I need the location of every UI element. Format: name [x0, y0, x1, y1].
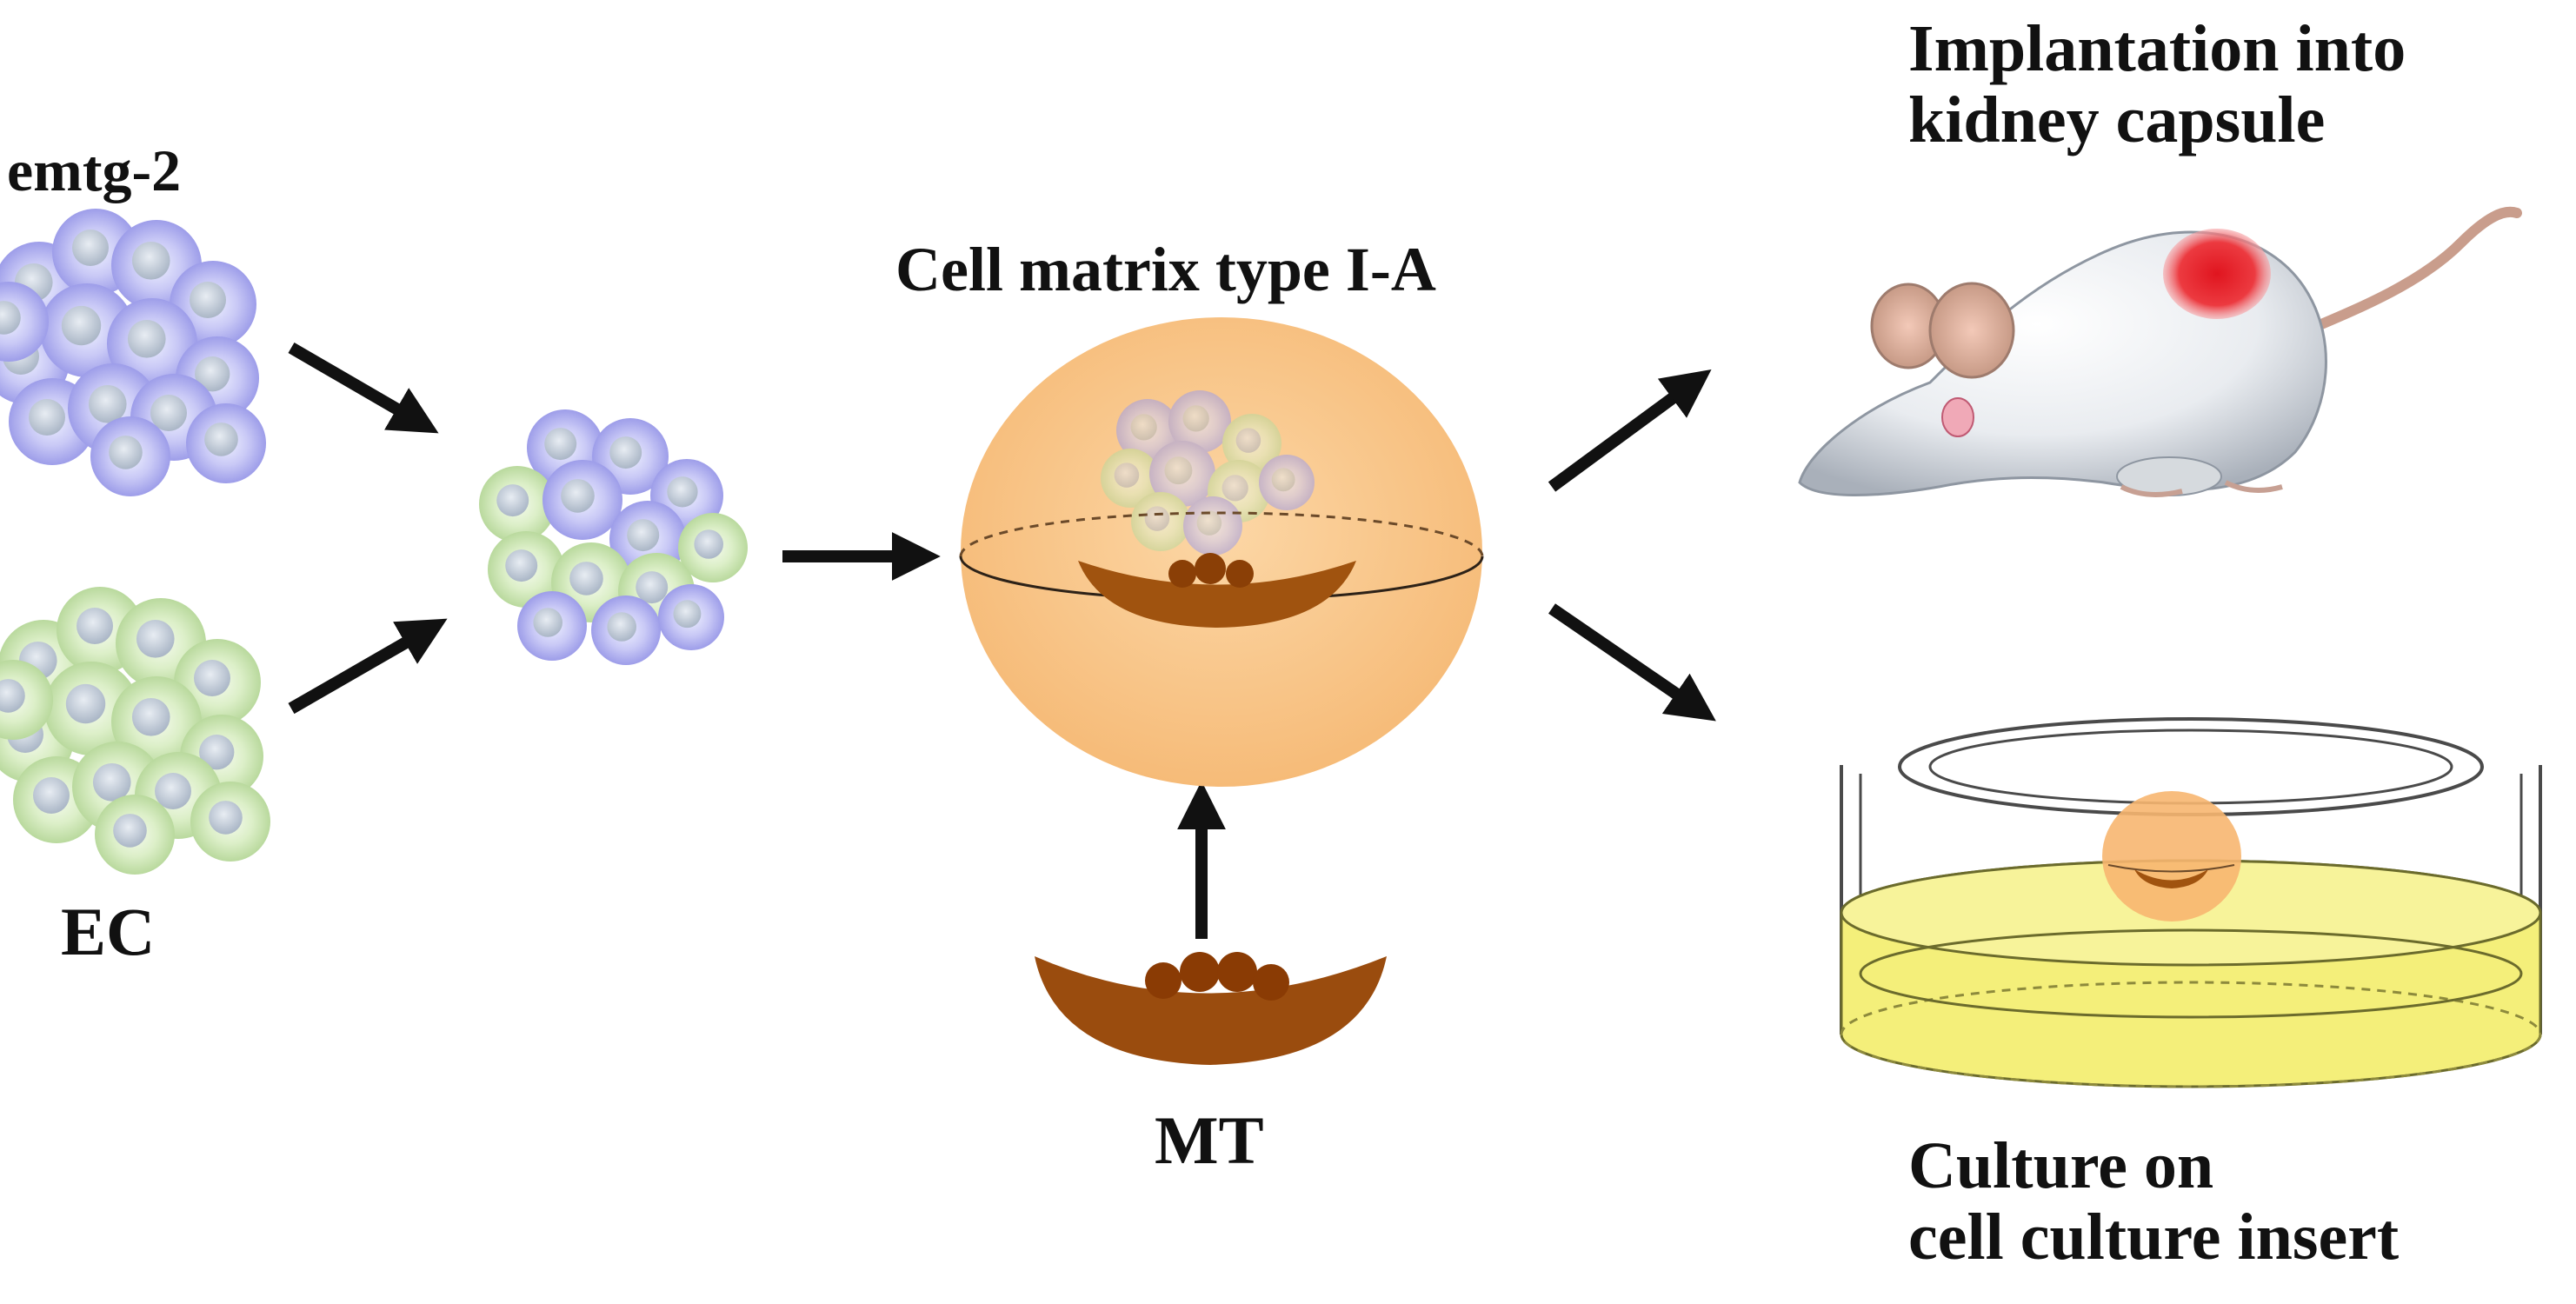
emtg2-cell	[90, 416, 170, 496]
label-culture-line1: Culture on	[1908, 1129, 2214, 1202]
ec-cell	[95, 795, 175, 875]
mouse-eye	[1941, 397, 1974, 437]
emtg2-cell	[1149, 441, 1215, 507]
ec-cell	[678, 513, 748, 582]
emtg2-cell	[591, 595, 661, 665]
emtg2-cell	[1168, 390, 1231, 453]
mixed-cell-cluster	[479, 409, 748, 665]
arrow-matrix-to-mouse	[1548, 369, 1712, 492]
label-implantation: Implantation into kidney capsule	[1908, 13, 2406, 156]
emtg2-cell	[1116, 399, 1179, 462]
ec-cell	[1222, 414, 1281, 473]
arrows	[288, 342, 1716, 939]
embedded-cells	[1101, 390, 1315, 556]
emtg2-cell	[517, 591, 587, 661]
arrow-emtg2-to-mix	[288, 342, 439, 434]
embedded-tooth-germ	[1078, 561, 1356, 628]
ec-cell	[479, 466, 556, 542]
ec-cell	[111, 676, 202, 767]
mouse-illustration	[1798, 206, 2522, 497]
emtg2-cell	[1259, 455, 1315, 510]
cell-matrix-sphere	[959, 317, 1484, 787]
ec-cell-cluster	[0, 587, 270, 875]
emtg2-cell	[658, 584, 724, 650]
arrow-ec-to-mix	[288, 618, 448, 715]
arrow-matrix-to-insert	[1548, 603, 1716, 722]
label-culture: Culture on cell culture insert	[1908, 1130, 2399, 1273]
emtg2-cell-cluster	[0, 209, 266, 496]
mouse-ear-right	[1928, 282, 2015, 379]
label-emtg2: emtg-2	[7, 137, 182, 203]
emtg2-cell	[1183, 496, 1242, 556]
label-culture-line2: cell culture insert	[1908, 1201, 2400, 1274]
label-implantation-line1: Implantation into	[1908, 12, 2406, 85]
emtg2-cell	[107, 298, 197, 389]
ec-cell	[1101, 449, 1160, 508]
cell-culture-insert	[1840, 717, 2542, 1088]
ec-cell	[488, 531, 564, 608]
emtg2-cell	[0, 282, 49, 362]
mt-tooth-germ	[1035, 952, 1387, 1065]
ec-cell	[0, 660, 53, 740]
gel-on-insert	[2102, 791, 2241, 921]
label-ec: EC	[61, 894, 156, 969]
implantation-site	[2163, 229, 2271, 319]
ec-cell	[1131, 492, 1190, 551]
emtg2-cell	[186, 403, 266, 483]
label-implantation-line2: kidney capsule	[1908, 83, 2326, 157]
mouse-tail	[2281, 206, 2522, 344]
ec-cell	[190, 782, 270, 862]
label-cell-matrix: Cell matrix type I-A	[895, 235, 1436, 304]
label-mt: MT	[1155, 1102, 1264, 1178]
emtg2-cell	[542, 460, 622, 540]
